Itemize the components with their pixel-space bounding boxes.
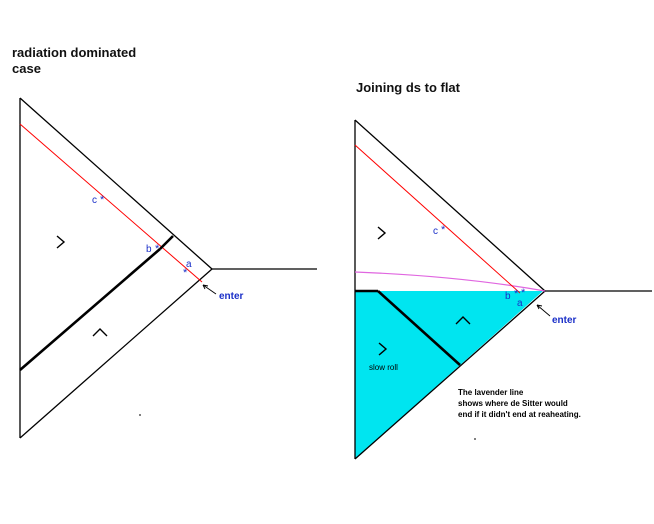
left-diagram: c * b * a * enter (19, 97, 317, 439)
right-arrow-head-icon (536, 304, 543, 310)
left-chevron-up-icon (92, 328, 108, 337)
left-label-b: b (146, 244, 152, 255)
right-label-c: c (433, 226, 438, 237)
note-line-3: end if it didn't end at reaheating. (458, 410, 581, 419)
left-star-a: * (183, 267, 188, 279)
right-inner-thick-diagonal (377, 290, 461, 366)
right-chevron-slow-roll-icon (378, 342, 388, 356)
right-worldline (354, 144, 521, 294)
left-title-line2: case (12, 61, 41, 76)
right-title: Joining ds to flat (356, 80, 460, 95)
right-enter-arrow-line (536, 304, 551, 317)
left-star-b: * (155, 243, 160, 255)
right-diagram: c * b * * a enter slow roll The lavender… (354, 119, 652, 460)
lavender-line (354, 271, 546, 292)
left-lower-edge (19, 268, 213, 439)
note-line-2: shows where de Sitter would (458, 399, 568, 408)
left-worldline (19, 123, 203, 283)
left-label-c: c (92, 195, 97, 206)
left-inner-thick-diagonal (19, 248, 161, 371)
right-star-c: * (441, 224, 446, 236)
left-label-a: a (186, 259, 192, 270)
right-upper-edge (354, 119, 546, 292)
slow-roll-label: slow roll (369, 363, 398, 372)
left-upper-edge (19, 97, 213, 270)
left-title-line1: radiation dominated (12, 45, 137, 60)
right-lower-edge (354, 290, 546, 460)
right-chevron-up-icon (455, 316, 471, 325)
right-star-a: * (521, 287, 526, 299)
left-label-enter: enter (219, 291, 244, 302)
right-star-b: * (514, 288, 519, 300)
left-arrow-head-icon (202, 284, 209, 290)
right-label-a: a (517, 298, 523, 309)
right-label-b: b (505, 291, 511, 302)
left-inner-thick-short (159, 235, 174, 250)
left-chevron-right-icon (56, 235, 66, 249)
note-line-1: The lavender line (458, 388, 524, 397)
right-chevron-right-icon (377, 226, 387, 240)
left-enter-arrow-line (202, 284, 217, 295)
right-label-enter: enter (552, 315, 577, 326)
left-star-c: * (100, 194, 105, 206)
